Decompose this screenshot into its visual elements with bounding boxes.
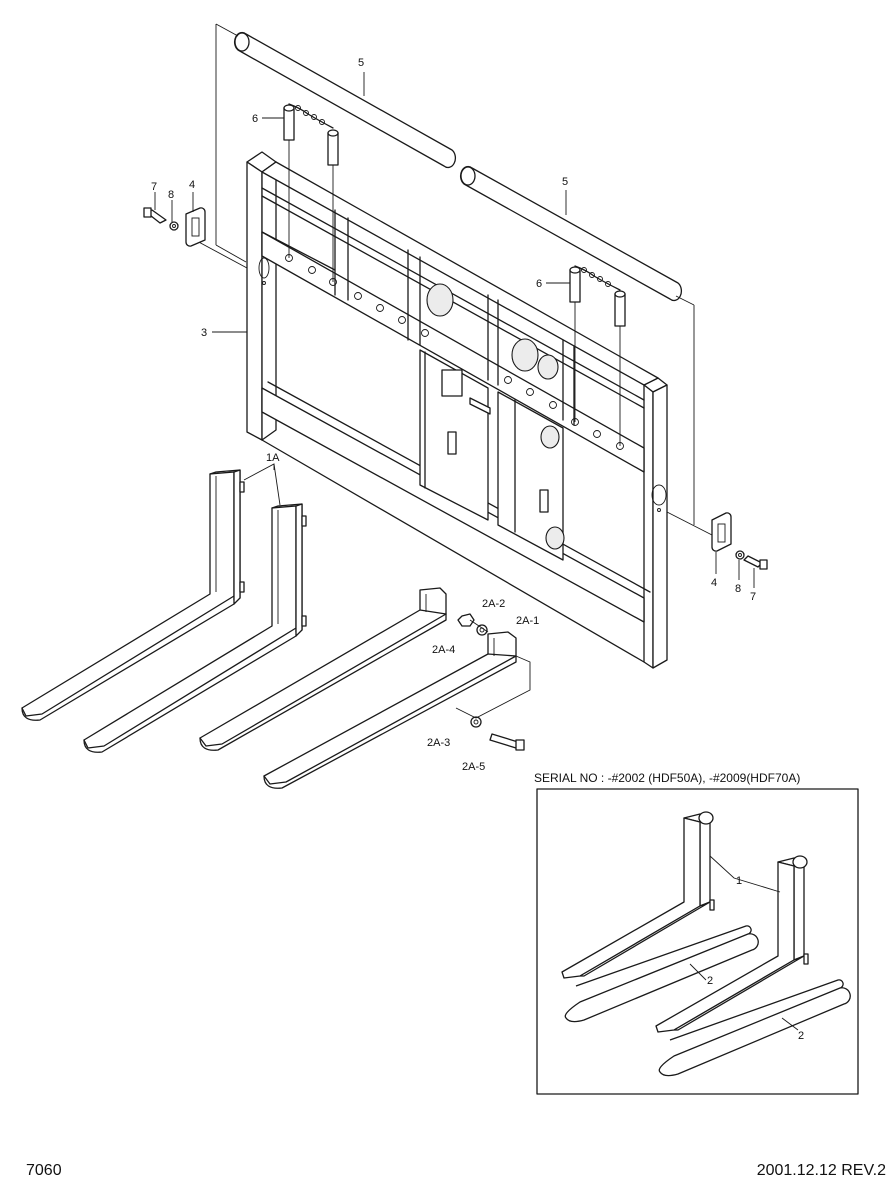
inset-fork-1-right bbox=[655, 855, 809, 1033]
label-part-8-left: 8 bbox=[168, 189, 174, 201]
label-part-2A-1: 2A-1 bbox=[516, 615, 539, 627]
label-part-8-right: 8 bbox=[735, 583, 741, 595]
stopper-4-left bbox=[185, 207, 206, 247]
label-part-4-left: 4 bbox=[189, 179, 195, 191]
label-part-4-right: 4 bbox=[711, 577, 717, 589]
inset-extension-2-left bbox=[564, 925, 759, 1023]
pin-6-left-pair bbox=[283, 103, 339, 166]
label-part-5-lower: 5 bbox=[562, 176, 568, 188]
fork-1A-left bbox=[21, 469, 245, 721]
fork-1A-right bbox=[83, 503, 307, 753]
serial-note: SERIAL NO : -#2002 (HDF50A), -#2009(HDF7… bbox=[534, 771, 800, 785]
page-number: 7060 bbox=[26, 1162, 62, 1179]
revision-stamp: 2001.12.12 REV.2 bbox=[757, 1162, 886, 1179]
label-part-6-right: 6 bbox=[536, 278, 542, 290]
bolt-7-left bbox=[143, 207, 167, 224]
label-part-2A-5: 2A-5 bbox=[462, 761, 485, 773]
inset-fork-1-left bbox=[561, 811, 715, 979]
label-part-2A-4: 2A-4 bbox=[432, 644, 455, 656]
bolt-2A-5 bbox=[489, 733, 525, 751]
shaft-5-upper bbox=[233, 31, 457, 169]
washer-2A-4 bbox=[476, 624, 488, 636]
nut-2A-2 bbox=[457, 613, 475, 627]
label-part-2-right: 2 bbox=[798, 1030, 804, 1042]
hardware-leaders bbox=[455, 619, 531, 719]
washer-8-left bbox=[169, 221, 179, 231]
label-part-2A-2: 2A-2 bbox=[482, 598, 505, 610]
washer-2A-3 bbox=[470, 716, 482, 728]
fork-extension-2A-left bbox=[199, 587, 447, 751]
serial-variant-inset bbox=[536, 788, 859, 1095]
label-part-7-left: 7 bbox=[151, 181, 157, 193]
stopper-4-right bbox=[711, 512, 732, 552]
label-part-1: 1 bbox=[736, 875, 742, 887]
fork-extension-2A-right bbox=[263, 631, 517, 789]
label-part-2A-3: 2A-3 bbox=[427, 737, 450, 749]
label-part-3: 3 bbox=[201, 327, 207, 339]
label-part-7-right: 7 bbox=[750, 591, 756, 603]
part-labels: 5 5 6 6 3 4 8 7 4 8 7 1A 2A-2 2A-1 2A-4 … bbox=[151, 57, 804, 1042]
washer-8-right bbox=[735, 550, 745, 560]
label-part-1A: 1A bbox=[266, 452, 280, 464]
carriage-frame bbox=[246, 151, 668, 669]
pin-6-right-pair bbox=[569, 265, 626, 327]
inset-extension-2-right bbox=[658, 979, 851, 1077]
shaft-5-lower bbox=[459, 165, 683, 302]
projection-lines bbox=[194, 23, 713, 536]
label-leaders bbox=[154, 72, 755, 588]
label-part-6-left: 6 bbox=[252, 113, 258, 125]
label-part-5-upper: 5 bbox=[358, 57, 364, 69]
bolt-7-right bbox=[743, 555, 768, 570]
label-part-2-left: 2 bbox=[707, 975, 713, 987]
